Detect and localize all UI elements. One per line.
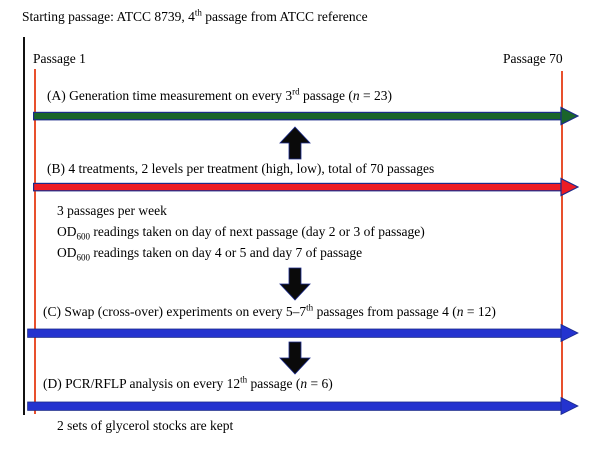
row-a-label: (A) Generation time measurement on every… xyxy=(47,87,392,104)
note-od600-day4-7: OD600 readings taken on day 4 or 5 and d… xyxy=(57,244,363,263)
title-text-rest: passage from ATCC reference xyxy=(201,9,368,24)
arrow-b-head xyxy=(560,177,579,197)
note-od600-next-passage: OD600 readings taken on day of next pass… xyxy=(57,223,425,242)
row-a-text-end: = 23) xyxy=(359,88,392,103)
row-a-n-variable: n xyxy=(352,88,360,103)
row-c-text: (C) Swap (cross-over) experiments on eve… xyxy=(43,304,307,319)
row-b-label: (B) 4 treatments, 2 levels per treatment… xyxy=(47,161,435,176)
row-d-ordinal-suffix: th xyxy=(240,374,248,385)
od-label: OD xyxy=(57,224,77,239)
note-od600-next-passage-text: readings taken on day of next passage (d… xyxy=(90,224,425,239)
row-c-text-mid: passages from passage 4 ( xyxy=(313,304,457,319)
title-text: Starting passage: ATCC 8739, 4 xyxy=(22,9,195,24)
timeline-arrow-a-green xyxy=(33,106,579,126)
flow-down-arrow-1 xyxy=(279,267,311,301)
start-reference-line xyxy=(23,37,25,415)
glycerol-stocks-note: 2 sets of glycerol stocks are kept xyxy=(57,418,234,433)
row-a-text-mid: passage ( xyxy=(299,88,353,103)
flow-down-arrow-2 xyxy=(279,341,311,375)
od-subscript: 600 xyxy=(76,252,91,263)
row-c-text-end: = 12) xyxy=(463,304,496,319)
diagram-title: Starting passage: ATCC 8739, 4th passage… xyxy=(22,8,368,25)
row-c-ordinal-suffix: th xyxy=(306,302,314,313)
arrow-d-head xyxy=(560,396,579,416)
row-a-ordinal-suffix: rd xyxy=(292,86,300,97)
timeline-arrow-b-red xyxy=(33,177,579,197)
passage-end-label: Passage 70 xyxy=(503,51,563,66)
timeline-arrow-c-blue xyxy=(27,323,579,343)
flow-up-arrow xyxy=(279,126,311,160)
od-subscript: 600 xyxy=(76,231,91,242)
row-c-n-variable: n xyxy=(456,304,464,319)
timeline-arrow-d-blue xyxy=(27,396,579,416)
row-d-text-end: = 6) xyxy=(307,376,333,391)
row-d-text: (D) PCR/RFLP analysis on every 12 xyxy=(43,376,241,391)
row-d-n-variable: n xyxy=(300,376,308,391)
note-passages-per-week: 3 passages per week xyxy=(57,203,167,218)
arrow-a-head xyxy=(560,106,579,126)
title-ordinal-suffix: th xyxy=(194,7,202,18)
row-c-label: (C) Swap (cross-over) experiments on eve… xyxy=(43,303,496,320)
passage-start-label: Passage 1 xyxy=(33,51,86,66)
note-od600-day4-7-text: readings taken on day 4 or 5 and day 7 o… xyxy=(90,245,363,260)
row-d-label: (D) PCR/RFLP analysis on every 12th pass… xyxy=(43,375,333,392)
arrow-c-head xyxy=(560,323,579,343)
row-d-text-mid: passage ( xyxy=(247,376,301,391)
od-label: OD xyxy=(57,245,77,260)
row-a-text: (A) Generation time measurement on every… xyxy=(47,88,293,103)
passage-70-marker-line xyxy=(561,71,563,414)
passage-1-marker-line xyxy=(34,69,36,414)
